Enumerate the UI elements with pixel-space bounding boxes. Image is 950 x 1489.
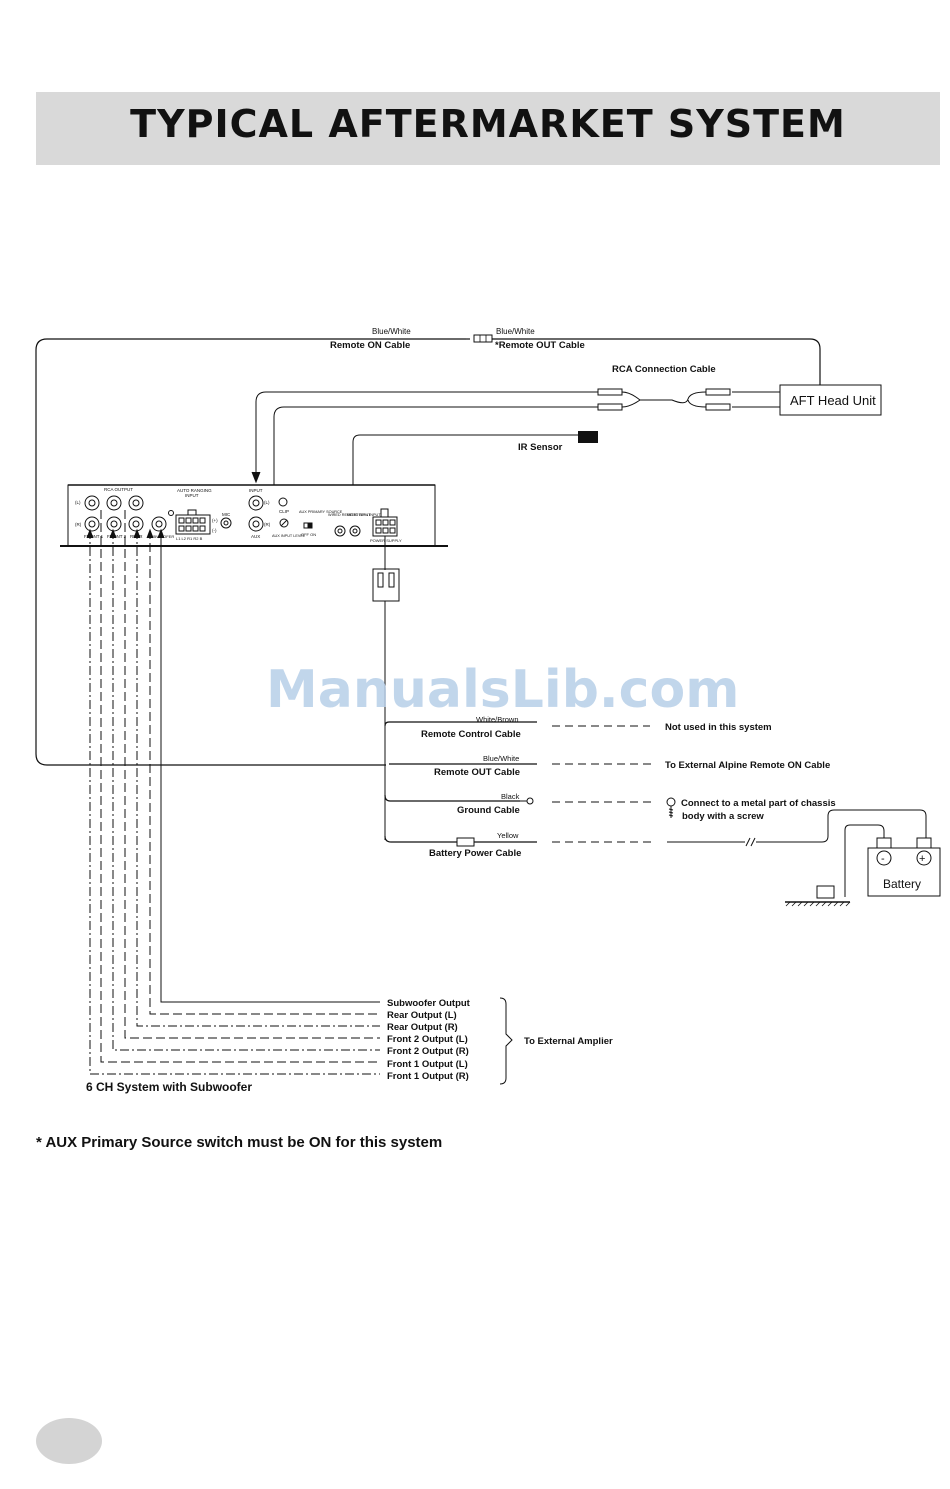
off-on-label: OFF ON: [301, 532, 316, 537]
ir-sensor-label: IR Sensor: [518, 442, 563, 453]
front1-label: FRONT 1: [84, 534, 104, 539]
input-label: INPUT: [249, 488, 263, 493]
power-harness: [372, 536, 537, 847]
pin-labels: L1 L2 R1 R2 B: [176, 536, 203, 541]
harness-dest-3b: body with a screw: [682, 811, 764, 822]
minus-label: (-): [212, 528, 217, 533]
harness-color-2: Blue/White: [483, 754, 519, 763]
aux-level-label: AUX INPUT LEVEL: [272, 534, 305, 538]
output-item-6: Front 1 Output (L): [387, 1059, 468, 1070]
remote-out-label: *Remote OUT Cable: [495, 340, 585, 351]
ir-sensor-block: [578, 431, 598, 443]
title-banner: TYPICAL AFTERMARKET SYSTEM: [36, 92, 940, 165]
output-item-1: Subwoofer Output: [387, 998, 471, 1009]
harness-dest-1: Not used in this system: [665, 722, 772, 733]
battery-label: Battery: [883, 877, 921, 891]
aux-label: AUX: [251, 534, 260, 539]
output-item-3: Rear Output (R): [387, 1022, 458, 1033]
battery-minus: -: [881, 853, 885, 865]
harness-color-3: Black: [501, 792, 520, 801]
remote-out-color: Blue/White: [496, 327, 535, 336]
output-item-7: Front 1 Output (R): [387, 1071, 469, 1082]
output-item-5: Front 2 Output (R): [387, 1046, 469, 1057]
rca-cable-label: RCA Connection Cable: [612, 364, 716, 375]
wired-remote-label: WIRED REMOTE INPUT: [328, 513, 371, 517]
harness-dest-2: To External Alpine Remote ON Cable: [665, 760, 830, 771]
right-ch-label: (R): [75, 522, 82, 527]
remote-on-color: Blue/White: [372, 327, 411, 336]
harness-label-4: Battery Power Cable: [429, 848, 521, 859]
remote-connector: [473, 334, 493, 343]
output-item-2: Rear Output (L): [387, 1010, 457, 1021]
harness-color-4: Yellow: [497, 831, 519, 840]
clip-label: CLIP: [279, 509, 289, 514]
left-ch-label: (L): [75, 500, 81, 505]
head-unit-label: AFT Head Unit: [790, 393, 876, 408]
mic-label: MIC: [222, 512, 231, 517]
harness-label-3: Ground Cable: [457, 805, 520, 816]
page-title: TYPICAL AFTERMARKET SYSTEM: [130, 102, 846, 146]
harness-label-1: Remote Control Cable: [421, 729, 521, 740]
remote-in-label: REMOTE IN INPUT: [347, 513, 381, 517]
plus-label: (+): [212, 518, 218, 523]
remote-on-label: Remote ON Cable: [330, 340, 410, 351]
input-left-label: (L): [264, 500, 270, 505]
screw-icon: [666, 797, 676, 818]
auto-ranging-label: AUTO RANGING: [177, 488, 212, 493]
battery-box: [867, 847, 941, 897]
ground-lug: [816, 885, 835, 899]
power-supply-label: POWER SUPPLY: [370, 538, 402, 543]
page-number-oval: [36, 1418, 102, 1464]
rca-output-label: RCA OUTPUT: [104, 487, 133, 492]
head-unit-box: [779, 384, 882, 416]
aux-primary-label: AUX PRIMARY SOURCE: [299, 510, 343, 514]
system-label: 6 CH System with Subwoofer: [86, 1080, 252, 1094]
front2-label: FRONT 2: [107, 534, 127, 539]
watermark-text: ManualsLib.com: [266, 660, 740, 720]
output-lines: [89, 510, 380, 1075]
remote-on-cable-line: [35, 338, 466, 766]
output-destination: To External Amplier: [524, 1036, 613, 1047]
harness-color-1: White/Brown: [476, 715, 519, 724]
footnote: * AUX Primary Source switch must be ON f…: [36, 1134, 443, 1151]
amplifier-unit: [60, 484, 448, 547]
output-item-4: Front 2 Output (L): [387, 1034, 468, 1045]
auto-ranging-input: INPUT: [185, 493, 199, 498]
rca-cable: [251, 388, 780, 511]
input-right-label: (R): [264, 522, 271, 527]
harness-dest-3: Connect to a metal part of chassis: [681, 798, 836, 809]
battery-plus: +: [919, 853, 925, 865]
harness-label-2: Remote OUT Cable: [434, 767, 520, 778]
